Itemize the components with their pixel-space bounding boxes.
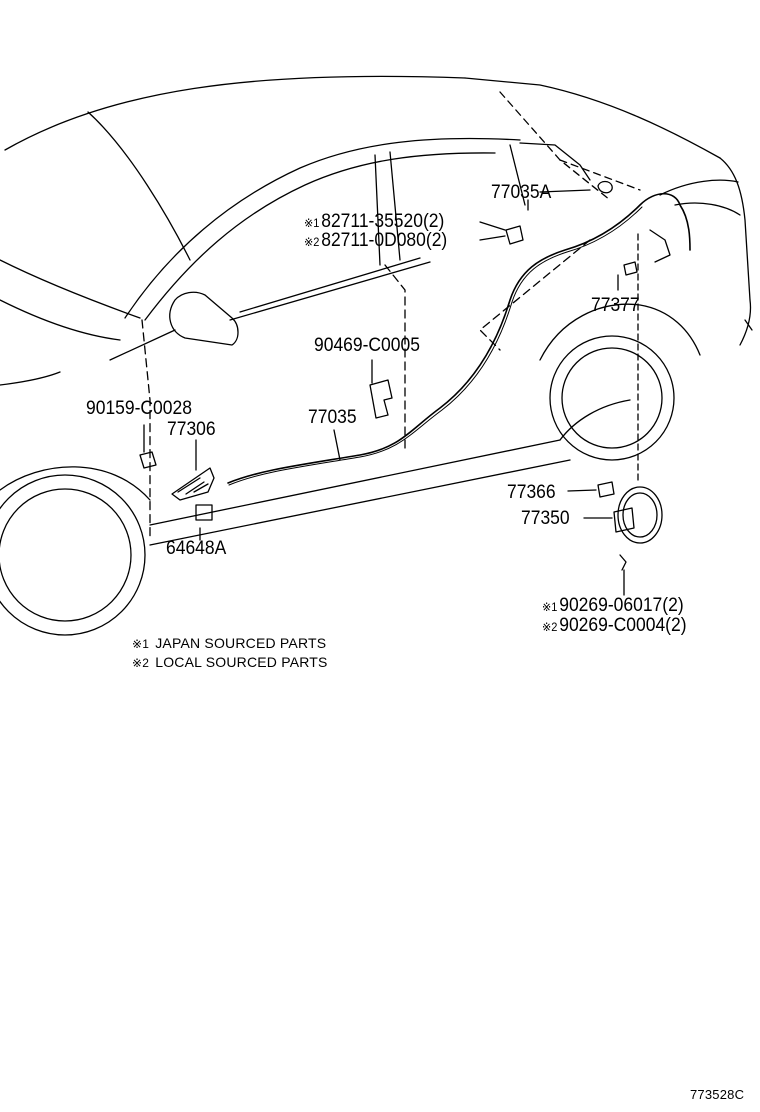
part-label-90269-japan: ※190269-06017(2)	[542, 596, 684, 615]
part-number: 82711-0D080(2)	[321, 230, 448, 251]
note-local-sourced: ※2 LOCAL SOURCED PARTS	[132, 655, 328, 669]
japan-sourced-mark: ※1	[542, 600, 558, 614]
local-sourced-mark: ※2	[132, 656, 150, 670]
part-label-90269-local: ※290269-C0004(2)	[542, 616, 687, 635]
part-label-77366: 77366	[507, 482, 556, 503]
part-label-77350: 77350	[521, 508, 570, 529]
part-label-82711-local: ※282711-0D080(2)	[304, 231, 447, 250]
part-label-77306: 77306	[167, 419, 216, 440]
local-sourced-mark: ※2	[304, 235, 320, 249]
part-number: 82711-35520(2)	[321, 211, 445, 232]
note-text: JAPAN SOURCED PARTS	[155, 635, 327, 651]
part-number: 90269-06017(2)	[559, 595, 684, 616]
part-label-77035: 77035	[308, 407, 357, 428]
japan-sourced-mark: ※1	[304, 216, 320, 230]
part-label-77035A: 77035A	[491, 182, 552, 203]
part-label-77377: 77377	[591, 295, 640, 316]
part-label-90469-C0005: 90469-C0005	[314, 335, 420, 356]
part-label-90159-C0028: 90159-C0028	[86, 398, 192, 419]
note-text: LOCAL SOURCED PARTS	[155, 654, 328, 670]
part-label-64648A: 64648A	[166, 538, 227, 559]
part-label-82711-japan: ※182711-35520(2)	[304, 212, 444, 231]
drawing-number: 773528C	[690, 1087, 745, 1102]
note-japan-sourced: ※1 JAPAN SOURCED PARTS	[132, 636, 326, 650]
japan-sourced-mark: ※1	[132, 637, 150, 651]
local-sourced-mark: ※2	[542, 620, 558, 634]
part-number: 90269-C0004(2)	[559, 615, 687, 636]
